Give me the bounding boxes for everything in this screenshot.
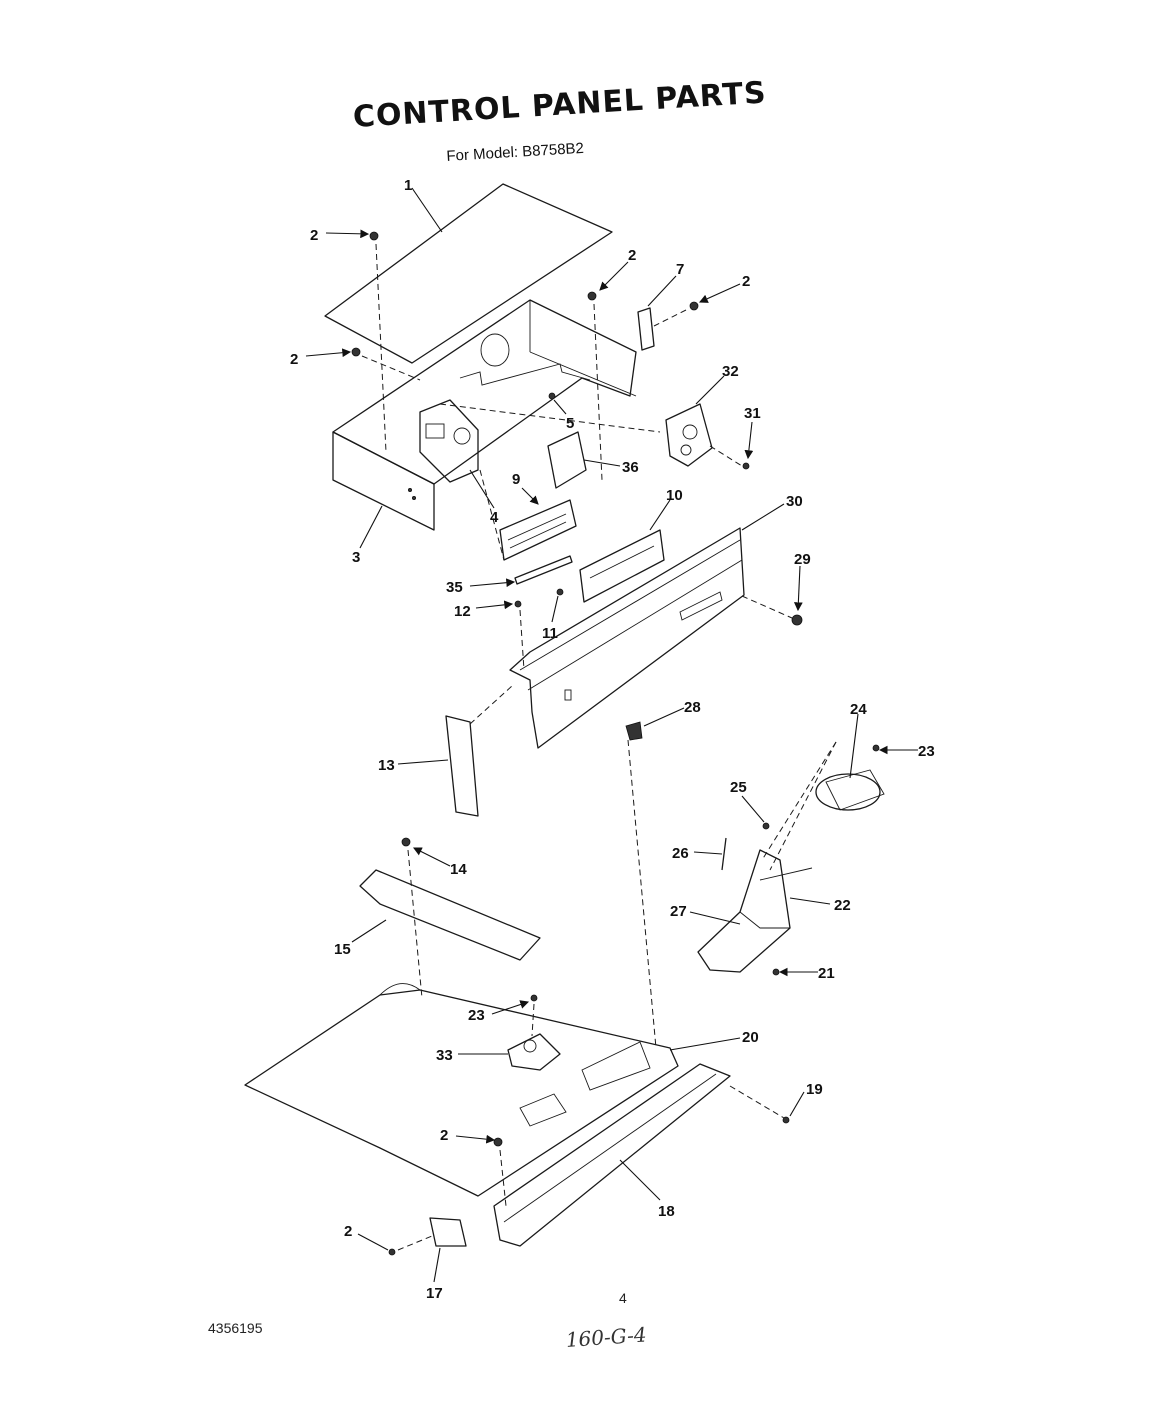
callout-label: 12	[454, 603, 471, 620]
callout-label: 31	[744, 405, 761, 422]
callout-label: 20	[742, 1029, 759, 1046]
callout-label: 26	[672, 845, 689, 862]
part-26-pin	[721, 837, 727, 871]
callout-label: 27	[670, 903, 687, 920]
callout-label: 2	[628, 247, 636, 264]
callout-label: 35	[446, 579, 463, 596]
callout-labels: 1 2 2 2 7 2 32 31 5 36 4 3 9 10 30 29 35…	[290, 177, 935, 1302]
callout-label: 32	[722, 363, 739, 380]
document-number: 4356195	[208, 1320, 263, 1336]
callout-label: 19	[806, 1081, 823, 1098]
callout-label: 18	[658, 1203, 675, 1220]
part-32-switch	[665, 403, 713, 467]
part-33-switch	[507, 1033, 561, 1071]
callout-label: 2	[310, 227, 318, 244]
part-28-clip	[625, 721, 643, 741]
callout-label: 11	[542, 625, 558, 642]
part-30-control-panel	[509, 527, 745, 749]
callout-label: 17	[426, 1285, 443, 1302]
callout-label: 2	[290, 351, 298, 368]
callout-label: 28	[684, 699, 701, 716]
callout-label: 25	[730, 779, 747, 796]
callout-label: 21	[818, 965, 835, 982]
part-20-base-panel	[244, 983, 679, 1197]
callout-label: 13	[378, 757, 395, 774]
part-18-front-rail	[493, 1063, 731, 1247]
callout-label: 1	[404, 177, 412, 194]
callout-label: 14	[450, 861, 467, 878]
part-9-display	[499, 499, 577, 561]
callout-label: 30	[786, 493, 803, 510]
callout-label: 9	[512, 471, 520, 488]
callout-label: 2	[344, 1223, 352, 1240]
part-3-control-housing	[332, 299, 637, 531]
callout-label: 22	[834, 897, 851, 914]
callout-label: 24	[850, 701, 867, 718]
part-35-strip	[514, 555, 573, 585]
callout-label: 3	[352, 549, 360, 566]
callout-label: 5	[566, 415, 574, 432]
part-4-electronic-module	[419, 399, 479, 483]
part-22-latch-bracket	[697, 849, 813, 973]
callout-label: 10	[666, 487, 683, 504]
callout-label: 2	[742, 273, 750, 290]
fasteners	[351, 231, 880, 1256]
callout-label: 7	[676, 261, 684, 278]
page-number: 4	[619, 1290, 627, 1306]
callout-label: 4	[490, 509, 499, 526]
callout-label: 33	[436, 1047, 453, 1064]
callout-label: 2	[440, 1127, 448, 1144]
callout-label: 15	[334, 941, 351, 958]
callout-label: 23	[918, 743, 935, 760]
callout-label: 36	[622, 459, 639, 476]
part-13-side-trim	[445, 715, 479, 817]
callout-label: 29	[794, 551, 811, 568]
part-10-bezel	[579, 529, 665, 603]
leader-lines	[305, 187, 918, 1283]
part-7-bracket	[637, 307, 655, 351]
callout-label: 23	[468, 1007, 485, 1024]
assembly-lines	[361, 243, 837, 1251]
part-1-cover-panel	[324, 183, 613, 364]
part-15-channel	[359, 869, 541, 961]
part-36-board	[547, 431, 587, 489]
part-17-bracket	[429, 1217, 467, 1247]
part-29-nut	[791, 614, 803, 626]
part-24-switch	[815, 769, 885, 811]
